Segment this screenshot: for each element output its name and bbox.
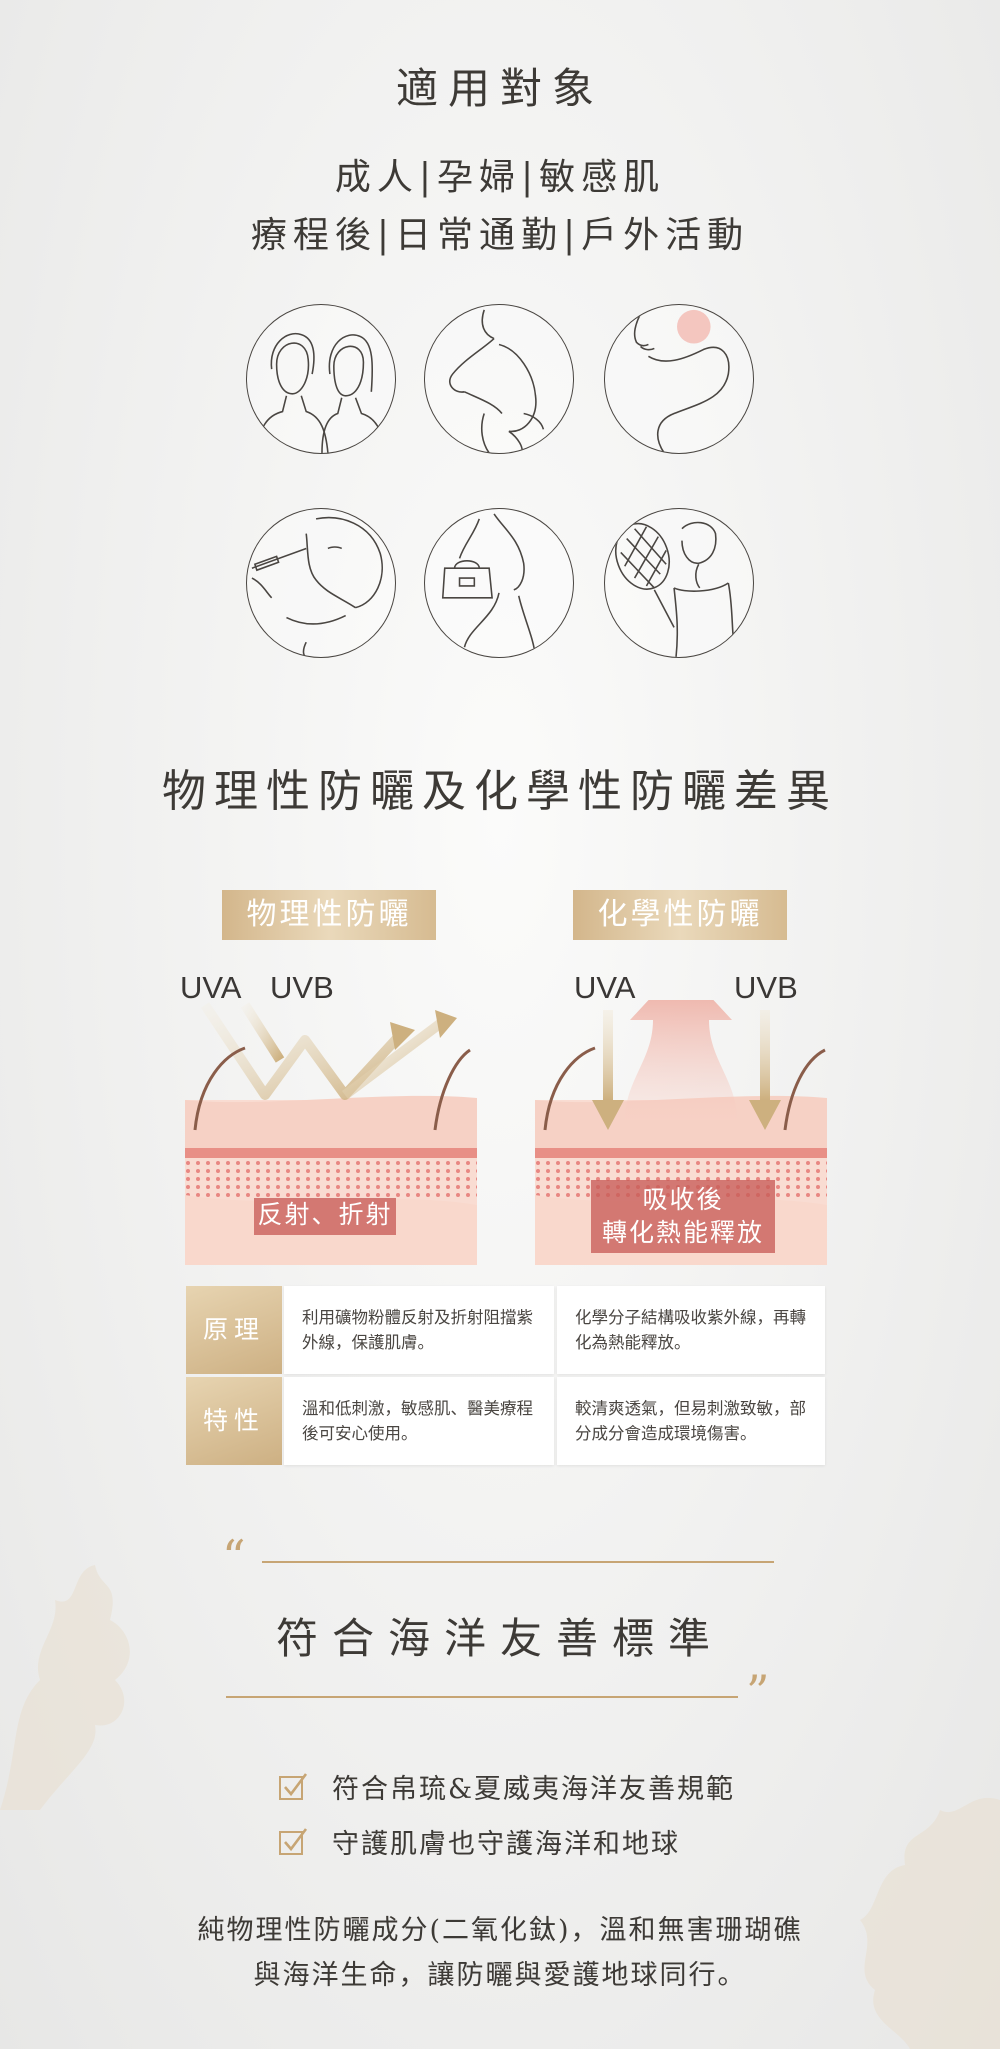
compare-title: 物理性防曬及化學性防曬差異 (162, 766, 838, 817)
chemical-uva-label: UVA (574, 970, 636, 1005)
check-item-1-text: 符合帛琉&夏威夷海洋友善規範 (332, 1773, 736, 1805)
checkbox-icon (279, 1773, 308, 1800)
table-cell-physical-principle: 利用礦物粉體反射及折射阻擋紫外線，保護肌膚。 (284, 1286, 554, 1374)
sensitive-skin-icon (604, 304, 754, 454)
target-line-1: 成人|孕婦|敏感肌 (334, 157, 666, 198)
chemical-caption: 吸收後 轉化熱能釋放 (591, 1180, 775, 1253)
table-head-feature: 特性 (186, 1377, 282, 1465)
ocean-title: 符合海洋友善標準 (275, 1614, 724, 1663)
adult-couple-icon (246, 304, 396, 454)
table-cell-chemical-feature: 較清爽透氣，但易刺激致敏，部分成分會造成環境傷害。 (557, 1377, 825, 1465)
pregnant-woman-icon (424, 304, 574, 454)
coral-decoration-left (0, 1565, 130, 1810)
bottom-divider (226, 1696, 738, 1698)
ocean-body-line-2: 與海洋生命，讓防曬與愛護地球同行。 (253, 1960, 747, 1991)
daily-commute-icon (424, 508, 574, 658)
chemical-uvb-label: UVB (734, 970, 798, 1005)
table-head-principle: 原理 (186, 1286, 282, 1374)
physical-uva-label: UVA (180, 970, 242, 1005)
physical-sunscreen-tag: 物理性防曬 (222, 890, 436, 940)
target-line-2: 療程後|日常通勤|戶外活動 (250, 215, 750, 256)
physical-caption: 反射、折射 (254, 1198, 396, 1235)
table-cell-chemical-principle: 化學分子結構吸收紫外線，再轉化為熱能釋放。 (557, 1286, 825, 1374)
close-quote-mark: ” (746, 1665, 770, 1719)
check-item-2: 守護肌膚也守護海洋和地球 (278, 1821, 680, 1861)
check-item-1: 符合帛琉&夏威夷海洋友善規範 (278, 1766, 735, 1806)
post-treatment-icon (246, 508, 396, 658)
open-quote-mark: “ (222, 1530, 246, 1584)
outdoor-activity-icon (604, 508, 754, 658)
top-divider (262, 1561, 774, 1563)
coral-decoration-right (860, 1797, 1000, 2049)
chemical-caption-line-2: 轉化熱能釋放 (601, 1218, 764, 1247)
check-item-2-text: 守護肌膚也守護海洋和地球 (332, 1828, 680, 1860)
table-cell-physical-feature: 溫和低刺激，敏感肌、醫美療程後可安心使用。 (284, 1377, 554, 1465)
physical-uvb-label: UVB (270, 970, 334, 1005)
chemical-sunscreen-tag: 化學性防曬 (573, 890, 787, 940)
ocean-body-line-1: 純物理性防曬成分(二氧化鈦)，溫和無害珊瑚礁 (197, 1915, 803, 1946)
checkbox-icon (279, 1828, 308, 1855)
chemical-caption-line-1: 吸收後 (642, 1185, 724, 1214)
target-title: 適用對象 (395, 64, 604, 113)
